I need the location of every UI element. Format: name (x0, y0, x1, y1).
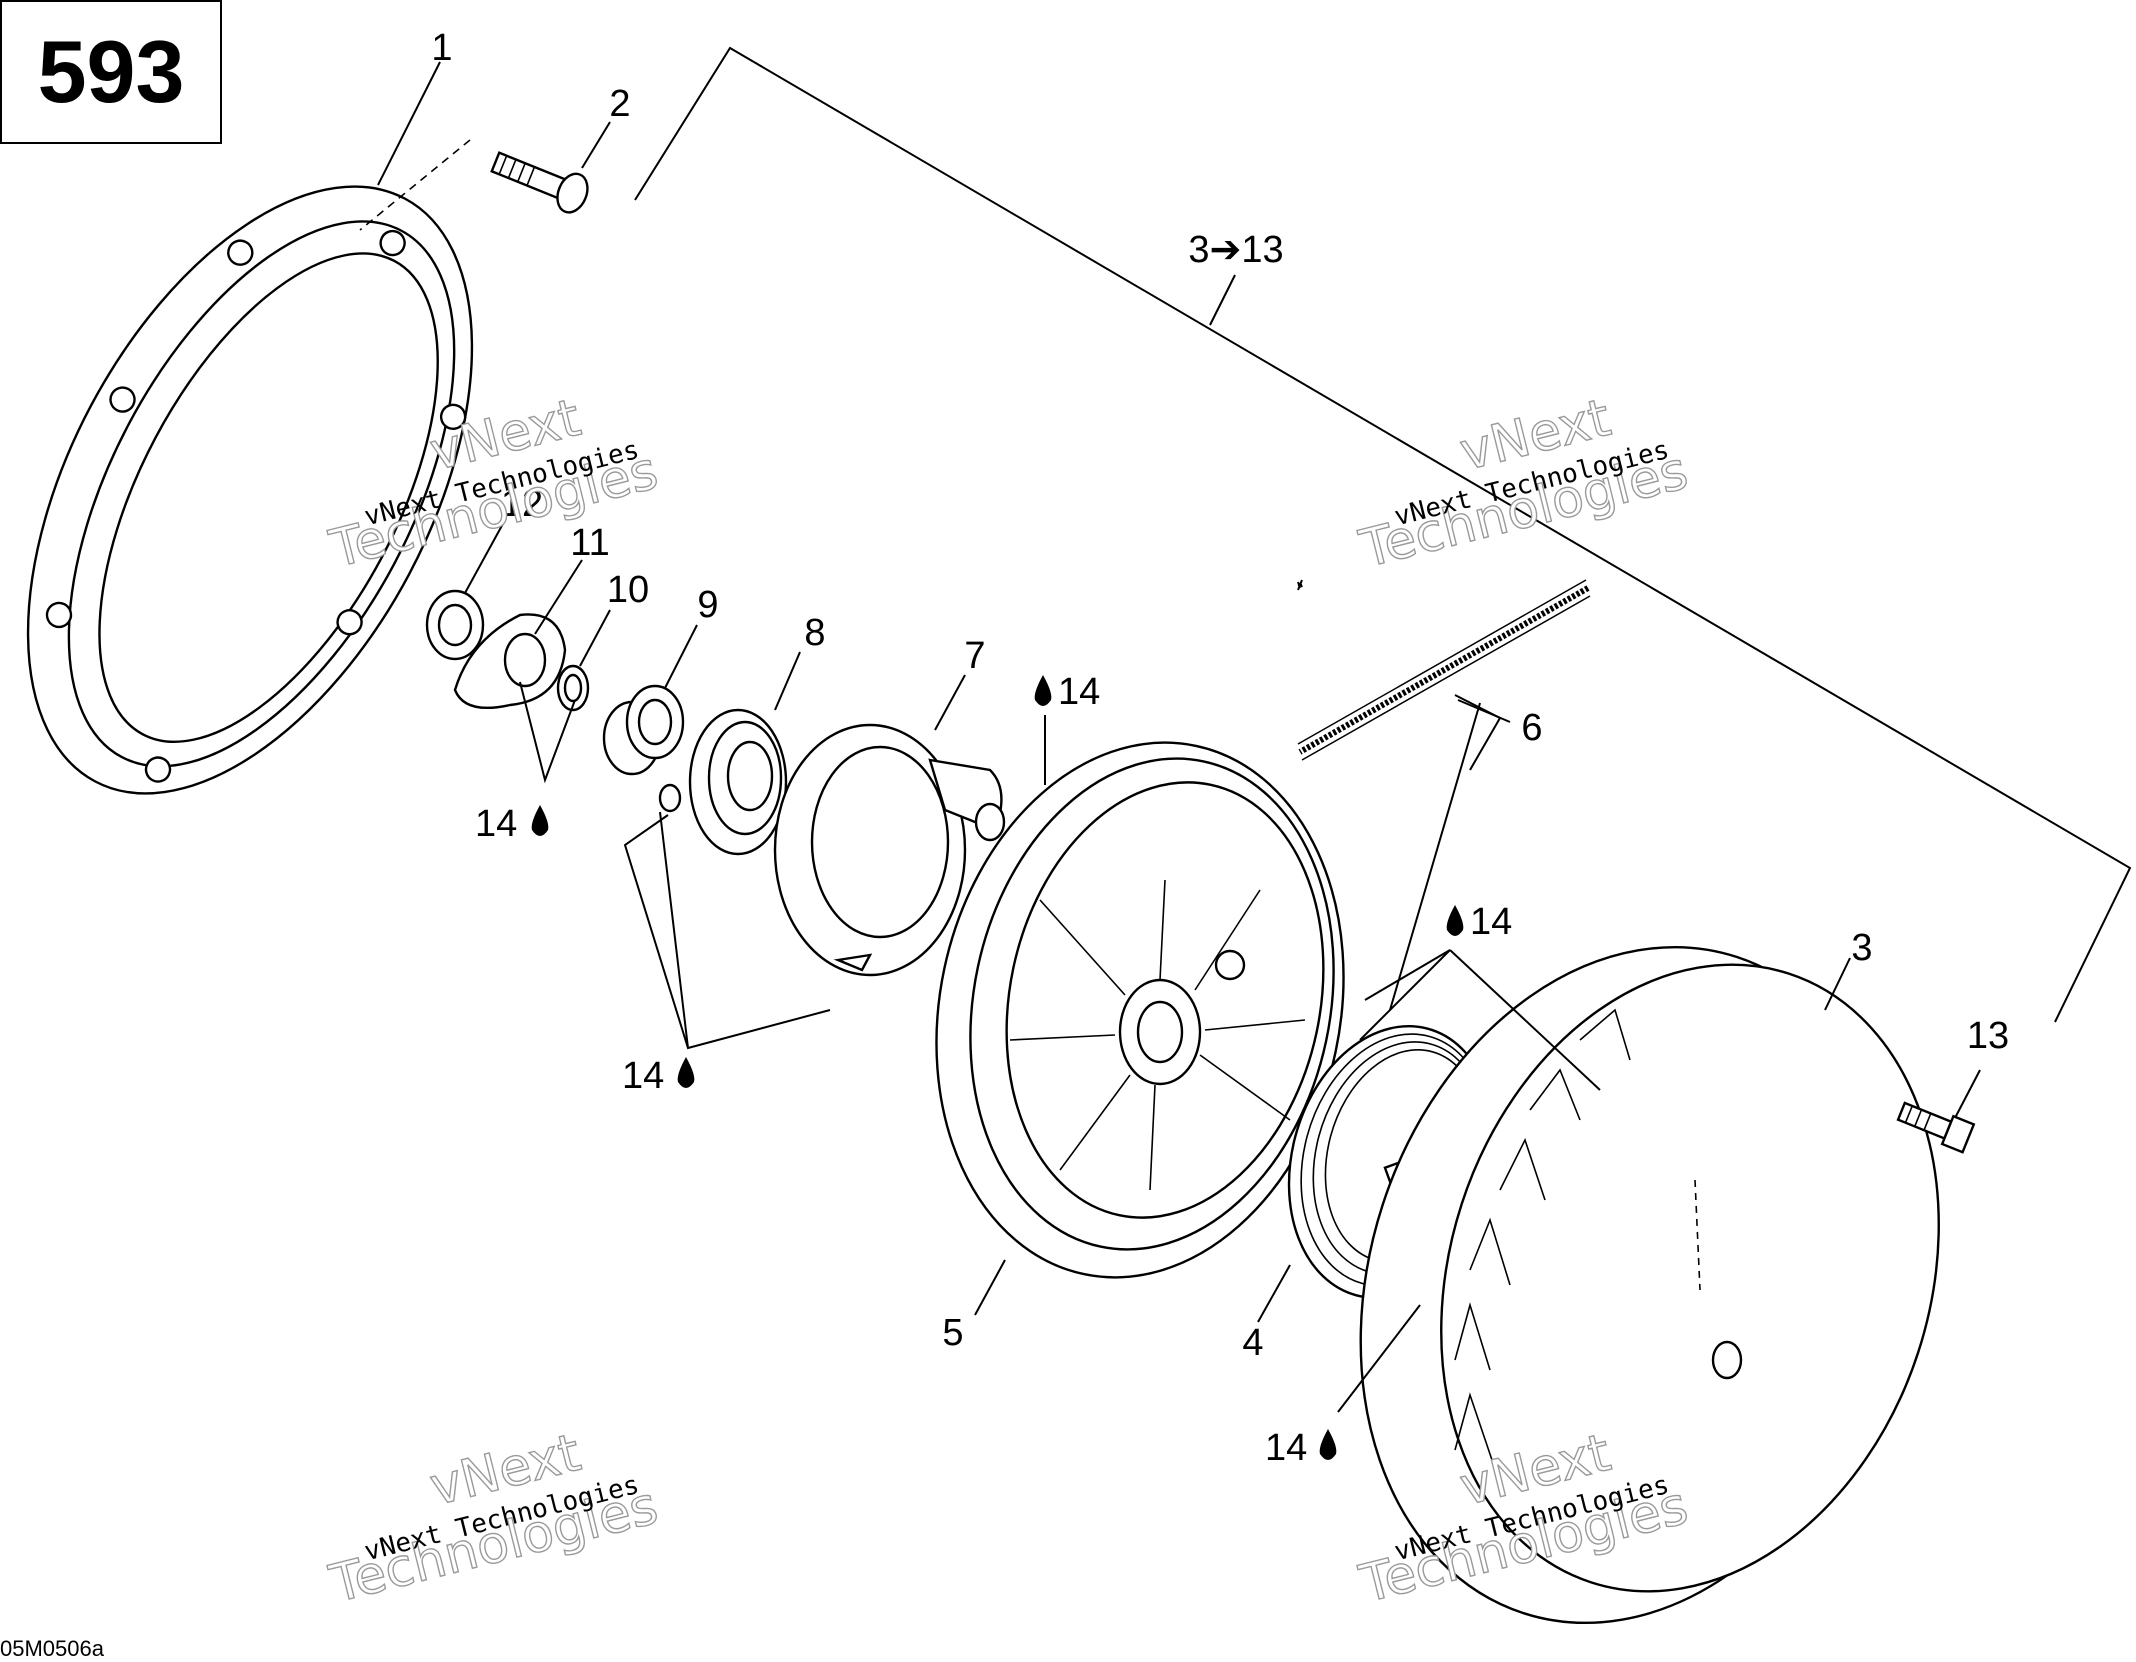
leader-lines (377, 61, 1981, 1413)
part-8-retainer (658, 708, 788, 856)
oil-marker-left: 14 (475, 803, 549, 845)
callout-8: 8 (804, 612, 825, 654)
part-1-housing (26, 185, 474, 795)
part-11-plate (453, 613, 567, 709)
callout-7: 7 (964, 635, 985, 677)
oil-drop-icon (1319, 1429, 1337, 1460)
page-number-box: 593 (0, 0, 222, 144)
callouts: 1 2 12 11 10 9 8 7 6 3 13 5 4 3➔13 (431, 27, 2009, 1364)
oil-markers: 14 14 14 14 14 (475, 671, 1512, 1469)
part-6-rope (1297, 579, 1591, 761)
part-10-ring (556, 664, 590, 712)
oil-label: 14 (475, 803, 517, 845)
oil-drop-icon (531, 805, 549, 836)
callout-12: 12 (501, 483, 543, 525)
oil-label: 14 (1265, 1427, 1307, 1469)
oil-marker-lower: 14 (1265, 1427, 1337, 1469)
callout-3: 3 (1851, 927, 1872, 969)
callout-1: 1 (431, 27, 452, 69)
oil-marker-near-7: 14 (1034, 671, 1100, 713)
callout-9: 9 (697, 584, 718, 626)
part-9-bushing (602, 684, 685, 776)
page-number: 593 (37, 22, 185, 121)
part-12-nut (425, 589, 485, 661)
kit-bracket (634, 46, 2132, 1023)
callout-5: 5 (942, 1312, 963, 1354)
callout-13: 13 (1967, 1015, 2009, 1057)
part-13-screw (1896, 1101, 1976, 1154)
callout-10: 10 (607, 569, 649, 611)
callout-4: 4 (1242, 1322, 1263, 1364)
oil-label: 14 (622, 1055, 664, 1097)
kit-range-label: 3➔13 (1188, 229, 1283, 271)
callout-2: 2 (609, 83, 630, 125)
part-7-pawl-plate (773, 723, 1006, 977)
oil-marker-lower-left: 14 (622, 1055, 695, 1097)
drawing-code: 05M0506a (0, 1636, 104, 1661)
callout-11: 11 (570, 522, 609, 564)
callout-6: 6 (1521, 707, 1542, 749)
oil-drop-icon (1446, 905, 1464, 936)
part-2-bolt (490, 151, 589, 214)
oil-marker-upper-right: 14 (1446, 901, 1512, 943)
watermark-bottom-left: vNext Technologies vNext Technologies (323, 1422, 664, 1616)
part-5-pulley (935, 741, 1345, 1279)
oil-label: 14 (1470, 901, 1512, 943)
oil-drop-icon (1034, 675, 1052, 706)
part-3-starter-cover (1359, 945, 1940, 1625)
oil-drop-icon (677, 1057, 695, 1088)
watermark-top-right: vNext Technologies vNext Technologies (1353, 387, 1694, 581)
oil-label: 14 (1058, 671, 1100, 713)
